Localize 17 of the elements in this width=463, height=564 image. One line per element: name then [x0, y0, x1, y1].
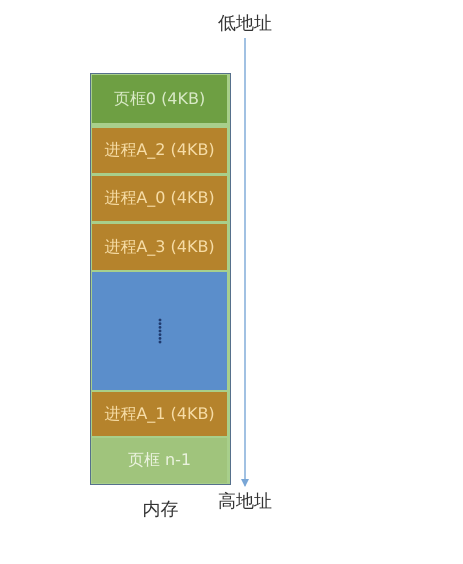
address-arrow: [241, 38, 249, 487]
memory-block: [92, 75, 227, 123]
block-label: 进程A_1 (4KB): [104, 404, 215, 424]
memory-block: [92, 392, 227, 436]
memory-block: [92, 128, 227, 173]
address-label: 高地址: [210, 488, 280, 514]
block-label: 页框 n-1: [128, 450, 192, 471]
memory-heading: 内存: [142, 498, 180, 521]
free-memory-area: [92, 272, 227, 390]
address-label: 低地址: [210, 10, 280, 36]
block-label: 页框0 (4KB): [114, 88, 206, 110]
memory-block: [92, 176, 227, 221]
block-label: 进程A_3 (4KB): [104, 236, 215, 258]
block-label: 进程A_2 (4KB): [104, 140, 215, 161]
block-label: 进程A_0 (4KB): [104, 188, 215, 209]
memory-block: [92, 438, 227, 483]
memory-block: [92, 224, 227, 270]
